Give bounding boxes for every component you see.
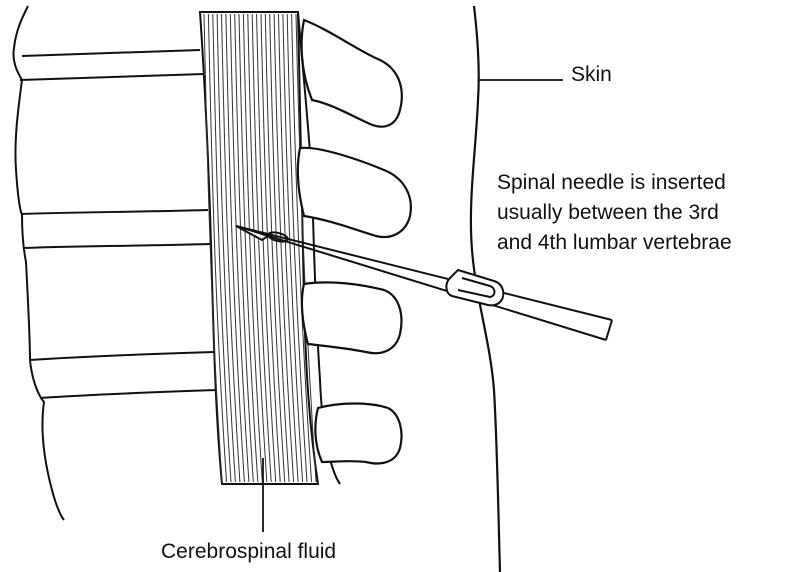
spinous-process-1 (302, 20, 402, 127)
needle-annotation: Spinal needle is inserted usually betwee… (497, 168, 732, 258)
needle-annotation-line-1: Spinal needle is inserted (497, 168, 732, 198)
disc-line-4 (24, 244, 210, 248)
needle-annotation-line-2: usually between the 3rd (497, 198, 732, 228)
disc-line-6 (40, 390, 216, 398)
vertebral-bodies (13, 6, 216, 520)
needle-hub (446, 270, 503, 305)
spinous-process-2 (298, 148, 411, 237)
vertebral-body-outline-left (13, 6, 64, 520)
disc-line-5 (30, 352, 214, 360)
spinous-processes (298, 20, 411, 463)
spinous-process-4 (315, 404, 401, 464)
disc-line-1 (22, 50, 200, 56)
skin-label: Skin (571, 63, 612, 87)
disc-line-3 (22, 210, 208, 214)
disc-line-2 (20, 74, 204, 80)
csf-label: Cerebrospinal fluid (161, 540, 336, 564)
spinous-process-3 (302, 282, 402, 353)
needle-annotation-line-3: and 4th lumbar vertebrae (497, 228, 732, 258)
